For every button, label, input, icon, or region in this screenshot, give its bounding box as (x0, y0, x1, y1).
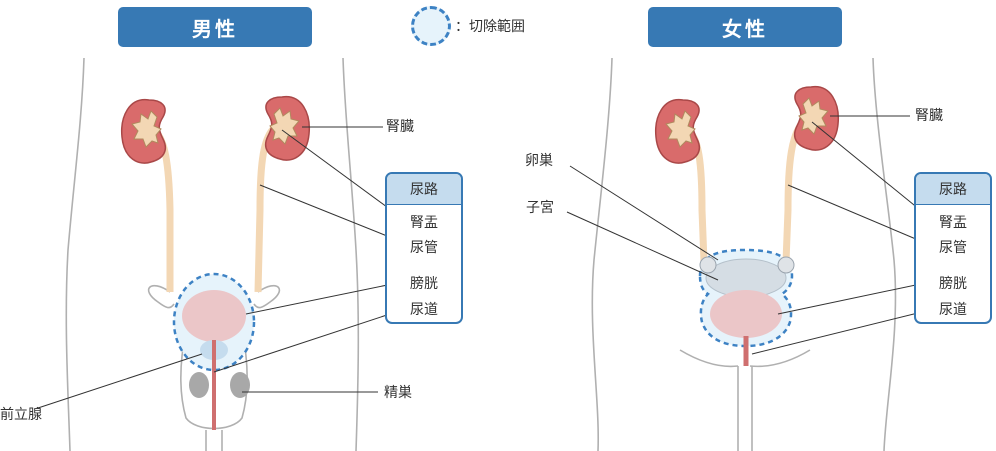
female-route-box-title: 尿路 (916, 174, 990, 205)
female-title: 女性 (648, 7, 842, 47)
female-kidney-left (654, 98, 701, 164)
female-route-item-ureter: 尿管 (939, 240, 967, 256)
female-kidney-label: 腎臓 (915, 108, 943, 124)
female-route-box: 尿路 腎盂 尿管 膀胱 尿道 (914, 172, 992, 324)
male-testis-right (230, 372, 250, 398)
female-ovary-label: 卵巣 (525, 153, 553, 169)
male-route-box-title: 尿路 (387, 174, 461, 205)
male-leader-lines (37, 126, 403, 409)
female-kidney-right (793, 85, 840, 151)
female-route-item-bladder: 膀胱 (939, 276, 967, 292)
male-bladder (182, 290, 246, 342)
female-ovary-left (699, 256, 717, 274)
female-bladder (710, 290, 782, 338)
female-body-outline (591, 57, 897, 451)
female-diagram (566, 57, 931, 451)
male-title: 男性 (118, 7, 312, 47)
male-route-item-ureter: 尿管 (410, 240, 438, 256)
male-testis-left (189, 372, 209, 398)
male-route-box: 尿路 腎盂 尿管 膀胱 尿道 (385, 172, 463, 324)
legend-label: ：切除範囲 (455, 19, 525, 35)
male-route-item-urethra: 尿道 (410, 302, 438, 318)
female-uterus-label: 子宮 (526, 200, 554, 216)
female-route-item-urethra: 尿道 (939, 302, 967, 318)
resection-legend-icon (411, 6, 451, 46)
legend: ：切除範囲 (411, 6, 525, 46)
male-route-item-renal-pelvis: 腎盂 (410, 215, 438, 231)
male-kidney-label: 腎臓 (386, 119, 414, 135)
male-diagram (37, 57, 403, 451)
male-route-item-bladder: 膀胱 (410, 276, 438, 292)
male-testis-label: 精巣 (384, 385, 412, 401)
male-prostate-label: 前立腺 (0, 407, 42, 423)
male-kidney-right (264, 95, 311, 161)
female-route-item-renal-pelvis: 腎盂 (939, 215, 967, 231)
female-ovary-right (777, 256, 795, 274)
female-leader-lines (566, 115, 931, 355)
male-kidney-left (120, 98, 167, 164)
